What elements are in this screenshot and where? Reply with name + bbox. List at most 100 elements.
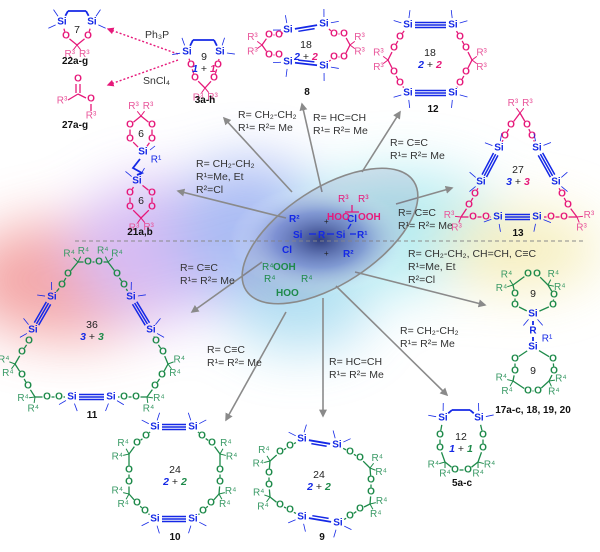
bond [294,61,318,67]
bond [369,502,376,505]
bond [269,454,278,462]
bond [537,154,552,178]
oxygen-atom: O [265,30,273,41]
ratio-10: 2 + 2 [162,476,187,488]
bond [469,171,476,178]
bond [311,442,327,448]
dotted-arrows [106,27,179,87]
ooh-label: OOH [358,212,381,223]
oxygen-atom: O [346,447,354,458]
linker-21: R¹ [131,145,162,176]
ring-size-13: 27 [512,164,524,176]
oxygen-atom: O [214,60,222,71]
bond [213,39,218,47]
arrow-to-5 [335,285,449,397]
bond [38,303,52,326]
bond [125,171,132,177]
oxygen-atom: O [511,289,519,300]
bond [131,303,146,326]
bond [137,294,146,297]
bond [14,355,21,365]
si-atom: Si [448,20,458,31]
oxygen-atom: O [133,438,141,449]
bond [533,139,535,142]
hoo-label: HOO [276,288,299,299]
bond [55,288,60,293]
bond [140,217,146,223]
r4-substituent: R⁴ [112,451,124,462]
r3-substituent: R³ [451,223,462,234]
bond [558,187,561,191]
r3-substituent: R³ [128,101,139,112]
bond [387,51,393,61]
carbonyl-oxygen: O [74,74,82,85]
bond [128,493,135,501]
r3-label: R³ [358,194,369,205]
r4-substituent: R⁴ [253,459,265,470]
bond [308,517,332,523]
bond [547,284,554,287]
bond [328,59,332,62]
bond [548,374,553,382]
bond [548,379,556,382]
bond [459,94,468,98]
oxygen-atom: O [142,431,150,442]
oxygen-atom: O [208,438,216,449]
r4-substituent: R⁴ [501,269,513,280]
bond [285,15,288,24]
oxygen-atom: O [464,465,472,476]
ratio-8: 2 + 2 [293,51,318,63]
oxygen-atom: O [216,465,224,476]
r3-substituent: R³ [373,62,384,73]
oxygen-atom: O [396,78,404,89]
condition-to10-line: R¹= R²= Me [207,357,262,369]
bond [548,380,552,387]
bond [123,453,130,456]
oxygen-atom: O [276,447,284,458]
si-label: Si [293,230,303,241]
bond [293,511,297,515]
bond [125,493,130,500]
bond [283,447,287,451]
r3-substituent: R³ [522,98,533,109]
bond [256,44,263,50]
bond [197,431,200,434]
arrow-to-11 [190,261,263,313]
ring-size-17-bottom: 9 [530,365,536,377]
bond [533,133,536,142]
si-atom: Si [67,392,77,403]
si-atom: Si [150,514,160,525]
bond [507,379,514,382]
bond [469,186,476,192]
bond [447,409,453,415]
oxygen-atom: O [113,269,121,280]
oxygen-atom: O [436,443,444,454]
bond [140,115,149,123]
oxygen-atom: O [275,30,283,41]
r4-substituent: R⁴ [472,468,484,479]
r3-substituent: R³ [476,62,487,73]
condition-to17-line: R= CH₂-CH₂, CH=CH, C≡C [408,248,536,260]
oxygen-atom: O [471,189,479,200]
linker-17: R R¹ [529,321,553,345]
r2-label: R² [289,214,300,225]
bond [450,10,453,19]
bond [199,521,207,527]
bond [483,153,497,177]
r-group: R [529,326,537,337]
r1-substituent: R¹ [542,334,553,345]
bond [547,279,552,286]
bond [353,453,357,457]
bond [140,438,143,441]
r4-substituent: R⁴ [27,403,39,414]
bond [33,301,47,324]
bond [523,319,529,326]
ring-size-21-top: 6 [138,128,144,140]
reactant-ellipse [241,167,419,305]
si-atom: Si [146,325,156,336]
bond [483,218,492,223]
